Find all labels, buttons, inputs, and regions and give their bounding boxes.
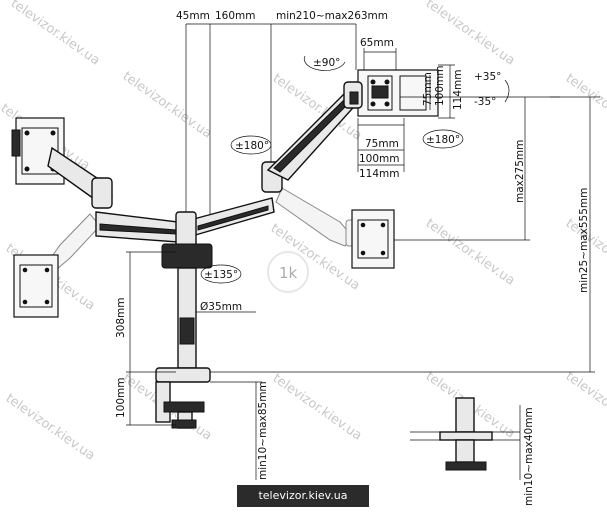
dim-height-range: min25~max555mm [578,188,590,293]
right-dimension-lines [200,96,600,373]
left-arm [47,146,179,243]
watermark-text: televizor.kiev.ua [3,391,98,464]
watermark-text: televizor.kiev.ua [423,216,518,289]
angle-swivel-135: ±135° [204,269,238,281]
ghost-monitor-left [13,254,59,318]
watermark-text: televizor.kiev.ua [120,69,215,142]
dim-114-width: 114mm [359,168,400,180]
watermark-text: televizor.kiev.ua [423,0,518,69]
dim-pole-diameter: Ø35mm [200,301,242,313]
vesa-plate-top-right [357,69,439,117]
angle-swivel-180-top: ±180° [235,140,269,152]
right-arm [189,81,363,237]
watermark-text: televizor.kiev.ua [8,0,103,69]
dim-reach: min210~max263mm [276,10,388,22]
dim-308: 308mm [115,298,127,339]
desk-clamp [155,367,211,429]
top-dimension-lines [185,23,397,215]
watermark-text: televizor.kiev.ua [563,369,607,442]
dim-100-pole: 100mm [115,378,127,419]
dim-45: 45mm [176,10,210,22]
dim-max275: max275mm [514,140,526,203]
dim-grommet-range: min10~max40mm [523,407,535,506]
watermark-logo: 1k [267,251,309,293]
vesa-dimension-lines [357,64,455,172]
grommet-mount [410,397,521,480]
angle-swivel-180-right: ±180° [426,134,460,146]
angle-tilt-up: +35° [474,71,501,83]
dim-100-width: 100mm [359,153,400,165]
dim-65: 65mm [360,37,394,49]
angle-tilt-down: -35° [474,96,496,108]
dim-75-height: 75mm [422,72,434,106]
dim-114-height: 114mm [452,70,464,111]
source-banner: televizor.kiev.ua [237,485,369,507]
left-dimension-lines [126,251,262,480]
ghost-monitor-right [351,209,395,269]
dim-75-width: 75mm [365,138,399,150]
svg-text:1k: 1k [279,264,298,282]
watermark-text: televizor.kiev.ua [270,371,365,444]
dim-clamp-range: min10~max85mm [257,381,269,480]
dim-160: 160mm [215,10,256,22]
dim-100-height: 100mm [434,66,446,107]
watermark-text: televizor.kiev.ua [563,71,607,144]
angle-rotate-90: ±90° [313,57,340,69]
